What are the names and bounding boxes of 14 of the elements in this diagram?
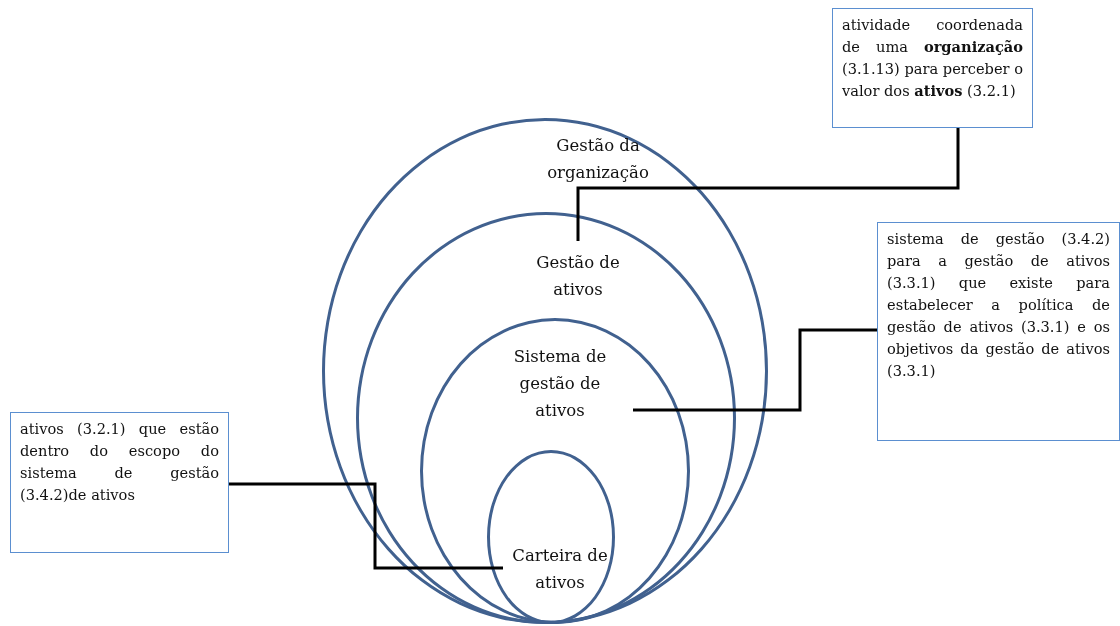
ring-circle <box>322 118 768 624</box>
circle-label: Gestão da organização <box>546 135 650 184</box>
definition-box: ativos (3.2.1) que estão dentro do escopo do sistema de gestão (3.4.2)de ativos <box>10 412 229 553</box>
circle-label: Gestão de ativos <box>535 252 621 301</box>
circle-label: Sistema de gestão de ativos <box>512 346 608 422</box>
ring-circle <box>487 450 615 624</box>
circle-label: Carteira de ativos <box>511 545 609 594</box>
leader-line <box>229 482 503 570</box>
ring-circle <box>356 212 736 624</box>
leader-line <box>576 128 960 241</box>
definition-box: sistema de gestão (3.4.2) para a gestão de ativos (3.3.1) que existe para estabelecer a política de gestão de ativos (3.3.1) e os objetivos da gestão de ativos (3.3.1) <box>877 222 1120 441</box>
ring-circle <box>420 318 690 624</box>
definition-box: atividade coordenada de uma organização (3.1.13) para perceber o valor dos ativos (3.2.1) <box>832 8 1033 128</box>
leader-line <box>633 328 877 412</box>
